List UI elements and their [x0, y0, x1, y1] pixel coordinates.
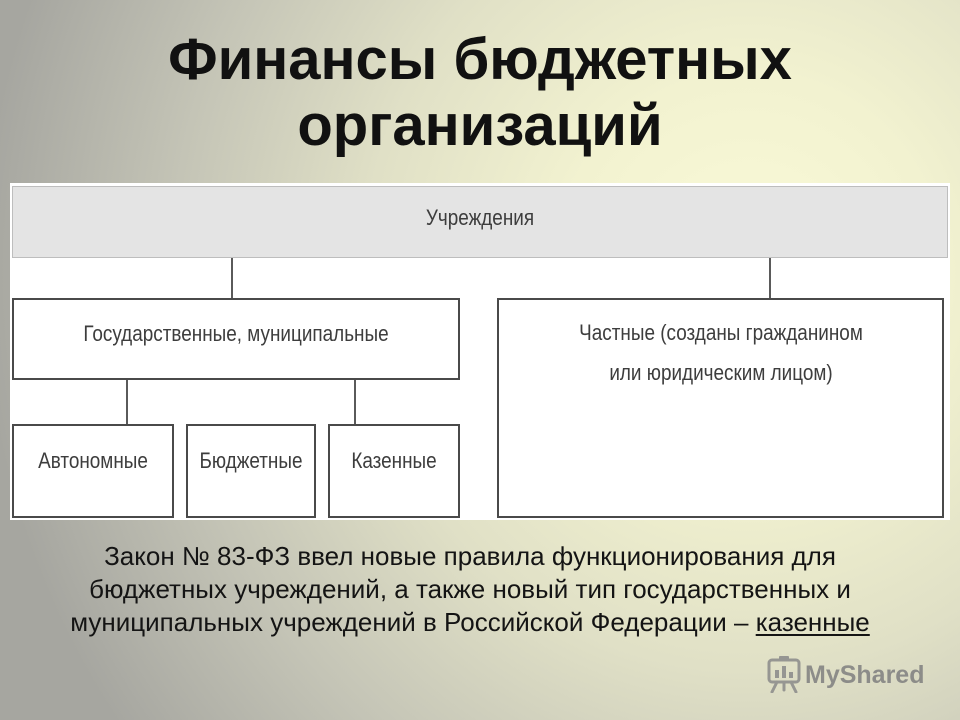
root-node-label: Учреждения [425, 205, 535, 230]
state-owned-node-label: Казенные [351, 448, 437, 473]
presentation-board-icon [767, 656, 801, 693]
private-node-label-line-1: Частные (созданы гражданином [578, 320, 863, 345]
connector-line-root-private [769, 258, 771, 298]
diagram-node-budget: Бюджетные [186, 424, 316, 518]
connector-line-public-autonomous [126, 380, 128, 424]
caption-line-2: бюджетных учреждений, а также новый тип … [89, 574, 851, 604]
diagram-node-public: Государственные, муниципальные [12, 298, 460, 380]
diagram-node-state-owned: Казенные [328, 424, 460, 518]
slide-title: Финансы бюджетных организаций [0, 27, 960, 159]
connector-line-public-state-owned [354, 380, 356, 424]
private-node-label-line-2: или юридическим лицом) [608, 360, 833, 385]
caption-line-3: муниципальных учреждений в Российской Фе… [0, 606, 940, 639]
connector-line-root-public [231, 258, 233, 298]
caption-underlined-word: казенные [755, 607, 870, 637]
public-node-label: Государственные, муниципальные [83, 321, 389, 346]
autonomous-node-label: Автономные [38, 448, 148, 473]
diagram-node-private: Частные (созданы гражданином или юридиче… [497, 298, 944, 518]
caption-line-1: Закон № 83-ФЗ ввел новые правила функцио… [104, 541, 836, 571]
caption-line-3-text: муниципальных учреждений в Российской Фе… [70, 607, 749, 637]
diagram-root-node: Учреждения [12, 186, 948, 258]
diagram-node-autonomous: Автономные [12, 424, 174, 518]
myshared-watermark: MyShared [805, 661, 925, 689]
caption-text: Закон № 83-ФЗ ввел новые правила функцио… [0, 540, 940, 639]
slide-title-line-1: Финансы бюджетных [168, 27, 792, 92]
slide-title-line-2: организаций [297, 93, 663, 158]
institutions-diagram: Учреждения Государственные, муниципальны… [10, 183, 950, 520]
budget-node-label: Бюджетные [199, 448, 303, 473]
